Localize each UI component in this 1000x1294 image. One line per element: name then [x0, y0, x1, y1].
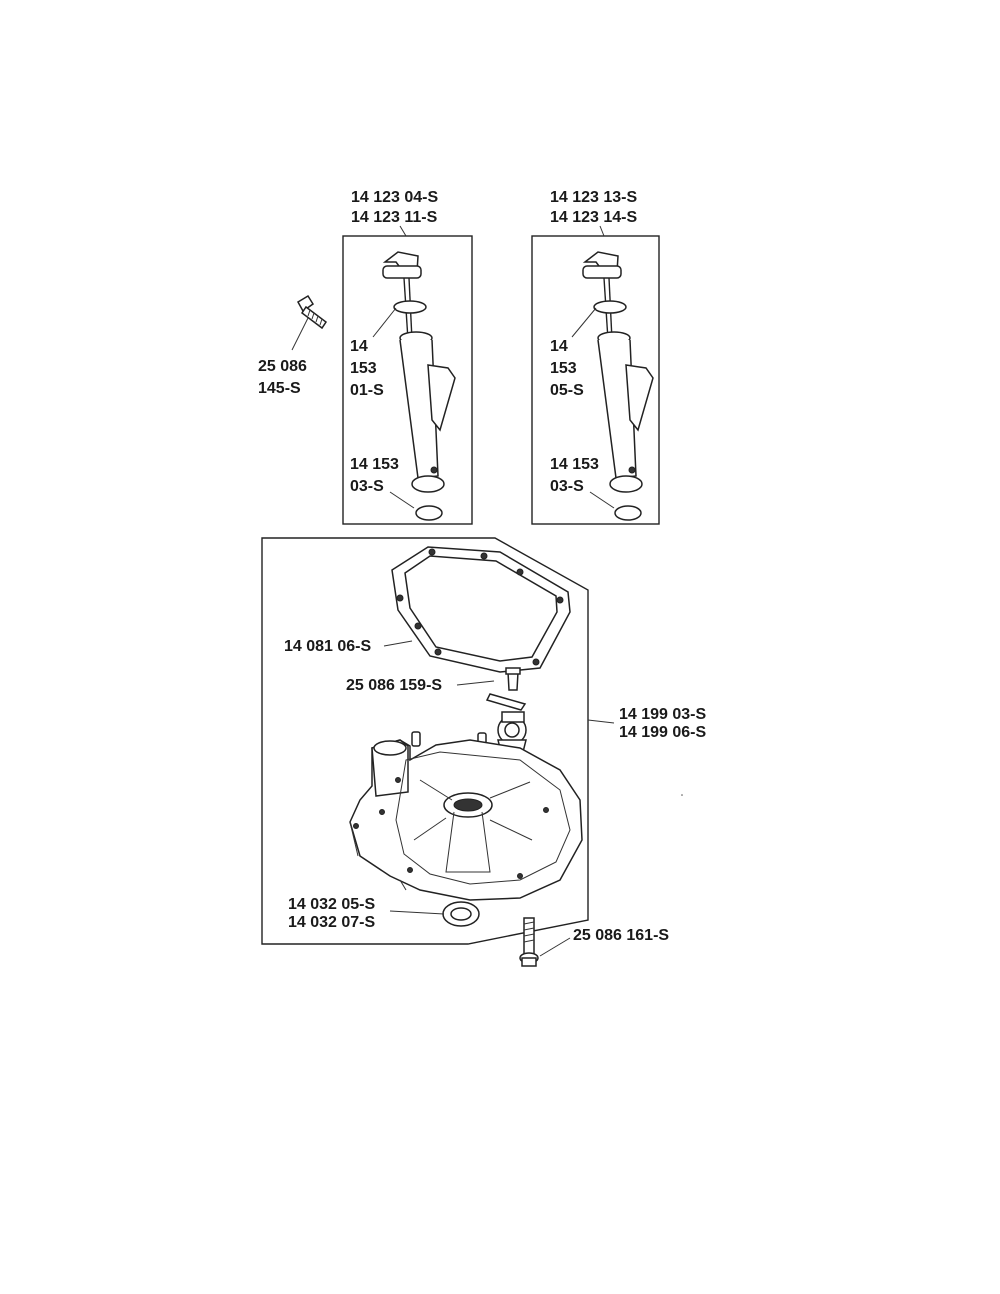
kit-left-line2: 14 123 11-S	[351, 209, 438, 226]
kit-left-line1: 14 123 04-S	[351, 189, 439, 206]
oring-left-line3: 01-S	[350, 382, 384, 399]
oring-right-line2: 153	[550, 360, 577, 377]
bolt-top-left	[291, 294, 328, 351]
oilseal-label: 14 032 05-S 14 032 07-S	[288, 896, 375, 932]
bolt-top-line2: 145-S	[258, 380, 301, 397]
bolt-bottom	[519, 917, 571, 967]
gasket-label: 14 081 06-S	[284, 638, 372, 655]
oilseal-line1: 14 032 05-S	[288, 896, 376, 913]
screw-label: 25 086 159-S	[346, 677, 443, 694]
bolt-top-line1: 25 086	[258, 358, 307, 375]
kit-label-left: 14 123 04-S 14 123 11-S	[351, 188, 438, 228]
oring-left-line2: 153	[350, 360, 377, 377]
kit-right-line2: 14 123 14-S	[550, 209, 638, 226]
oring-right-line1: 14	[550, 338, 568, 355]
dipstick-kit-left	[342, 225, 473, 525]
oring-label-left: 14 153 01-S	[350, 336, 384, 402]
kit-right-line1: 14 123 13-S	[550, 189, 638, 206]
seal-left-line1: 14 153	[350, 456, 399, 473]
seal-right-line1: 14 153	[550, 456, 599, 473]
seal-label-right: 14 153 03-S	[550, 454, 599, 498]
seal-label-left: 14 153 03-S	[350, 454, 399, 498]
oring-label-right: 14 153 05-S	[550, 336, 584, 402]
cover-line2: 14 199 06-S	[619, 724, 707, 741]
dipstick-kit-right	[531, 225, 660, 525]
speck	[681, 794, 683, 796]
oring-right-line3: 05-S	[550, 382, 584, 399]
oilseal-line2: 14 032 07-S	[288, 914, 376, 931]
cover-label: 14 199 03-S 14 199 06-S	[619, 706, 706, 742]
kit-label-right: 14 123 13-S 14 123 14-S	[550, 188, 637, 228]
seal-right-line2: 03-S	[550, 478, 584, 495]
bolt-bottom-label: 25 086 161-S	[573, 927, 670, 944]
crankcase-cover-group	[261, 537, 615, 945]
oring-left-line1: 14	[350, 338, 368, 355]
bolt-top-label: 25 086 145-S	[258, 356, 307, 400]
cover-line1: 14 199 03-S	[619, 706, 707, 723]
seal-left-line2: 03-S	[350, 478, 384, 495]
